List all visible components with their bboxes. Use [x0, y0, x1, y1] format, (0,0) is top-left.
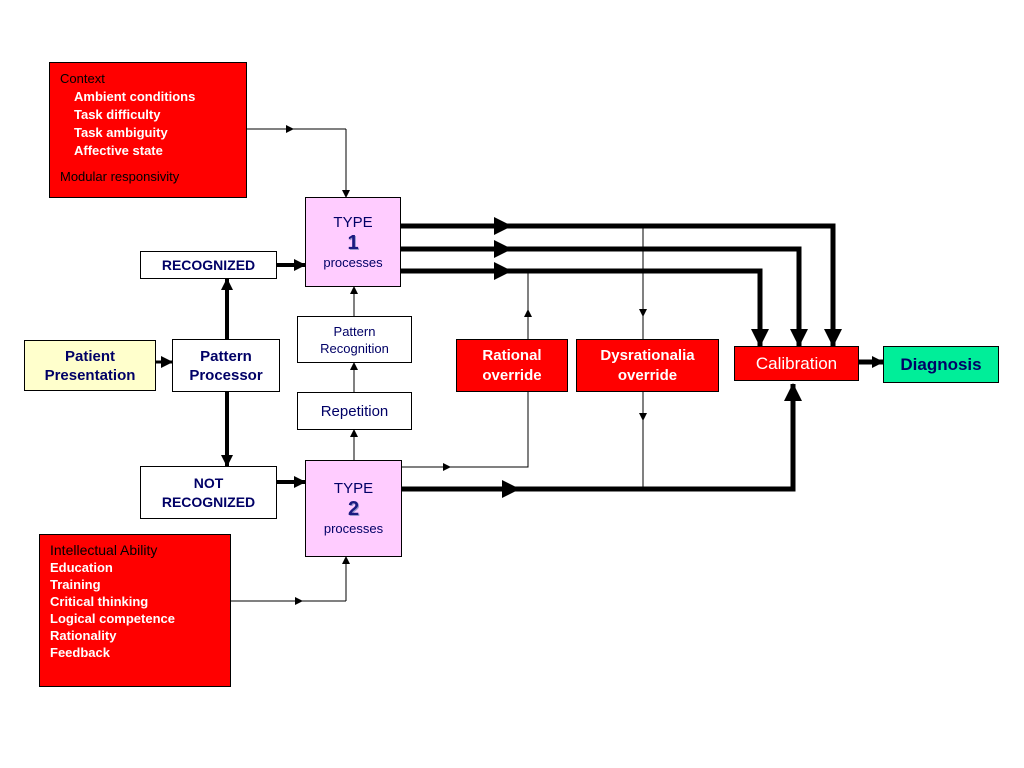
pattern-processor-node: Pattern Processor	[172, 339, 280, 392]
context-item: Ambient conditions	[74, 89, 196, 104]
patient-presentation-label: Patient Presentation	[44, 347, 136, 384]
context-footer: Modular responsivity	[60, 169, 180, 184]
context-title: Context	[60, 71, 105, 86]
patient-presentation-node: Patient Presentation	[24, 340, 156, 391]
rational-override-label: Rational override	[482, 346, 542, 384]
recognized-node: RECOGNIZED	[140, 251, 277, 279]
dysrationalia-override-node: Dysrationalia override	[576, 339, 719, 392]
type2-processes-node: TYPE 2 processes	[305, 460, 402, 557]
intellectual-item: Logical competence	[50, 611, 175, 626]
intellectual-item: Training	[50, 577, 101, 592]
intellectual-to-type2-connector	[231, 556, 350, 605]
type1-output-path-1	[401, 217, 842, 347]
type1-title: TYPE	[333, 213, 373, 231]
context-item: Task difficulty	[74, 107, 161, 122]
recognized-label: RECOGNIZED	[161, 257, 256, 273]
type1-output-path-2	[401, 240, 808, 347]
context-to-type1-connector	[247, 125, 350, 198]
type1-number: 1	[347, 231, 359, 254]
type2-title: TYPE	[333, 480, 374, 497]
intellectual-ability-box: Intellectual Ability Education Training …	[39, 534, 231, 687]
not-recognized-node: NOT RECOGNIZED	[140, 466, 277, 519]
intellectual-item: Education	[50, 560, 113, 575]
intellectual-item: Feedback	[50, 645, 110, 660]
dysrationalia-override-label: Dysrationalia override	[600, 346, 695, 384]
repetition-label: Repetition	[320, 402, 389, 420]
type2-to-calibration-path	[402, 383, 802, 498]
pattern-processor-label: Pattern Processor	[189, 347, 263, 384]
calibration-label: Calibration	[755, 353, 838, 373]
rational-override-node: Rational override	[456, 339, 568, 392]
not-recognized-label: NOT RECOGNIZED	[161, 474, 256, 510]
type1-output-path-3	[401, 262, 769, 347]
type2-number: 2	[347, 498, 360, 520]
context-box: Context Ambient conditions Task difficul…	[49, 62, 247, 198]
diagnosis-node: Diagnosis	[883, 346, 999, 383]
context-item: Affective state	[74, 143, 163, 158]
intellectual-ability-title: Intellectual Ability	[50, 542, 158, 558]
diagnosis-label: Diagnosis	[900, 354, 982, 374]
calibration-node: Calibration	[734, 346, 859, 381]
intellectual-item: Critical thinking	[50, 594, 149, 609]
type2-subtitle: processes	[323, 521, 384, 536]
type1-subtitle: processes	[323, 254, 383, 270]
context-item: Task ambiguity	[74, 125, 168, 140]
type1-processes-node: TYPE 1 processes	[305, 197, 401, 287]
rational-override-connector	[402, 271, 532, 471]
repetition-node: Repetition	[297, 392, 412, 430]
pattern-recognition-node: Pattern Recognition	[297, 316, 412, 363]
intellectual-item: Rationality	[50, 628, 117, 643]
pattern-recognition-label: Pattern Recognition	[320, 323, 389, 356]
